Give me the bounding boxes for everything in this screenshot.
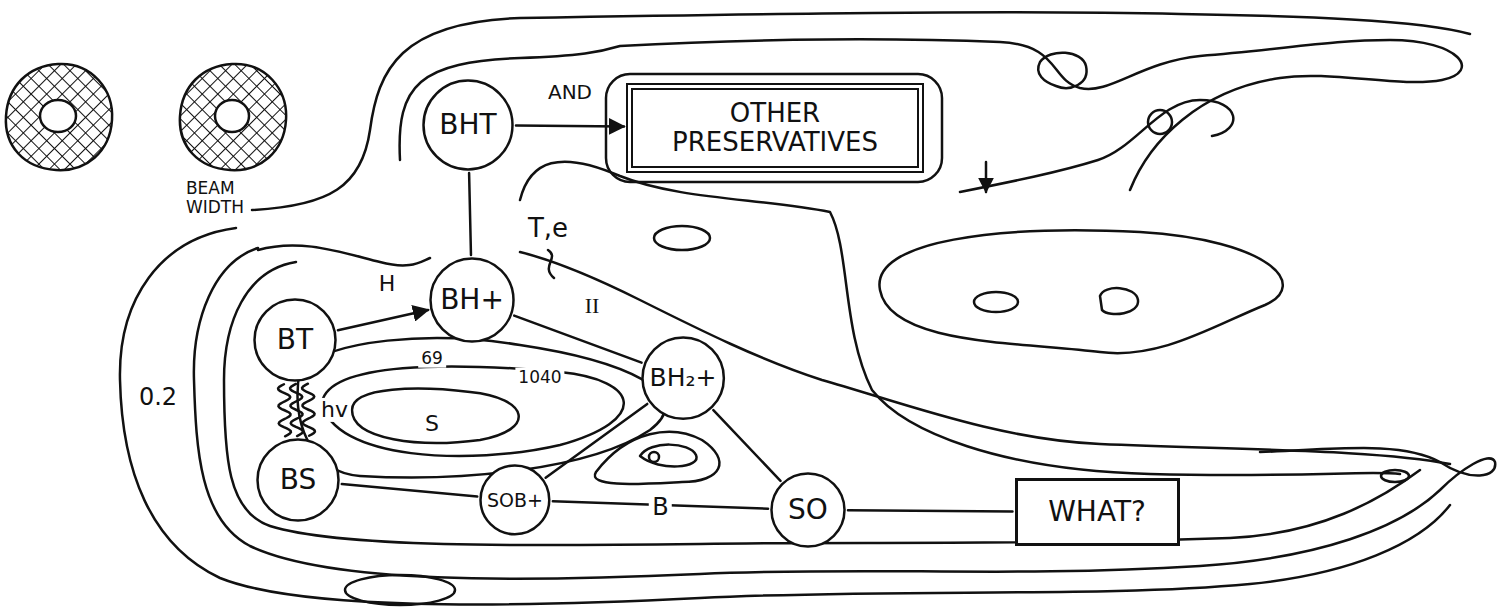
contour-value: 0.2 [136,384,180,410]
node-label: WHAT? [1048,497,1146,528]
contour-line [595,432,720,484]
circle-outline [431,259,514,342]
node-label: SO [788,495,828,526]
contour-line [548,250,554,278]
contour-island [649,452,659,462]
beam-spot-hole [40,100,76,132]
contour-line [352,389,519,443]
edge-label: hv [318,398,351,422]
node-label: SOB+ [487,490,543,511]
species-circle: BH₂+ [641,336,725,420]
contour-island [1100,288,1138,314]
contour-line [640,445,697,467]
contour-line [960,100,1233,192]
reaction-line [516,125,624,126]
node-label: BS [280,465,317,496]
radiation-link [278,384,315,437]
flow-arrow [985,162,988,192]
contour-line [879,230,1282,353]
node-label: OTHER PRESERVATIVES [647,99,903,156]
circle-outline [424,81,513,170]
reaction-line [338,310,428,330]
node-label: BH+ [440,285,504,316]
species-circle: BH+ [429,257,515,343]
contour-island [654,226,710,250]
species-circle: BHT [422,79,514,171]
node-label: BH₂+ [650,364,717,392]
reaction-line [514,316,641,363]
parameter-label: T,e [525,214,571,243]
contour-line [120,228,1450,605]
contour-line [400,39,1462,190]
contour-line [194,248,1495,579]
contour-value: 1040 [515,368,564,387]
process-box: WHAT? [1015,478,1180,546]
reaction-line [713,410,780,481]
species-circle: BS [256,438,340,522]
dimension-label: BEAM WIDTH [183,179,247,216]
circle-outline [258,440,339,521]
beam-spot [180,64,286,170]
contour-line [606,74,942,182]
species-circle: BT [253,298,337,382]
circle-outline [772,474,845,547]
node-label: BT [277,325,313,356]
beam-spot-hole [215,100,249,132]
circle-outline [642,337,723,418]
species-circle: SO [770,472,846,548]
reaction-line [469,173,471,255]
reaction-line [342,484,477,496]
contour-island [1038,53,1086,88]
contour-label: S [422,412,442,436]
contour-value: 69 [418,349,446,368]
process-box: OTHER PRESERVATIVES [626,83,924,172]
edge-label: AND [545,81,595,103]
contour-line [258,245,430,265]
contour-island [1148,110,1172,134]
circle-outline [255,300,336,381]
edge-label: B [649,494,671,520]
reaction-line [546,404,648,478]
contour-line [252,12,1470,210]
contour-line [224,262,1420,545]
contour-island [974,292,1018,312]
path-label: II [582,294,603,318]
species-circle: SOB+ [479,464,551,536]
circle-outline [481,466,550,535]
path-label: H [376,272,399,296]
beam-spot [6,64,112,170]
contour-line [322,366,624,456]
reaction-line [848,510,1013,511]
node-label: BHT [439,110,496,141]
